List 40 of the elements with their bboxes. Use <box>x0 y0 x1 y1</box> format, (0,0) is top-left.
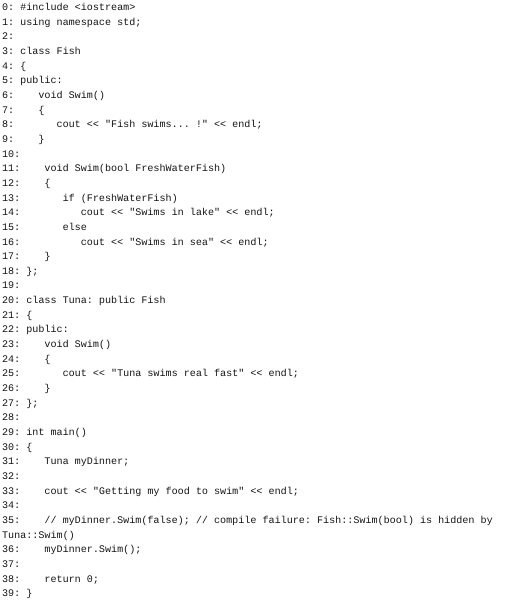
code-line: 13: if (FreshWaterFish) <box>2 192 179 207</box>
code-line: 3: class Fish <box>2 46 82 60</box>
code-line: 0: #include <iostream> <box>2 2 136 16</box>
code-line: 17: } <box>2 251 52 266</box>
code-line: 24: { <box>2 354 52 368</box>
code-line: 38: return 0; <box>2 574 100 588</box>
code-line: 10: <box>2 148 22 163</box>
code-line: 12: { <box>2 178 52 192</box>
code-line: 14: cout << "Swims in lake" << endl; <box>2 207 276 222</box>
code-line: 25: cout << "Tuna swims real fast" << endl; <box>2 368 300 382</box>
code-line: 7: { <box>2 104 46 119</box>
code-line: 39: } <box>2 588 34 602</box>
code-line: 36: myDinner.Swim(); <box>2 544 142 558</box>
code-line: 2: <box>2 31 16 46</box>
code-line: 19: <box>2 280 22 294</box>
code-line: 8: cout << "Fish swims... !" << endl; <box>2 119 264 134</box>
code-line: 6: void Swim() <box>2 90 106 104</box>
code-line: 34: <box>2 500 22 514</box>
code-line: 37: <box>2 558 22 573</box>
code-line: 32: <box>2 471 22 485</box>
code-line: 18: }; <box>2 266 40 280</box>
code-line: 22: public: <box>2 324 70 338</box>
code-line: 35: // myDinner.Swim(false); // compile failure: Fish::Swim(bool) is hidden by Tuna::Swim() <box>2 514 494 544</box>
code-line: 31: Tuna myDinner; <box>2 456 130 470</box>
code-line: 5: public: <box>2 75 64 90</box>
code-line: 26: } <box>2 383 52 398</box>
code-line: 29: int main() <box>2 427 88 442</box>
code-line: 33: cout << "Getting my food to swim" << endl; <box>2 486 300 500</box>
code-line: 23: void Swim() <box>2 339 112 354</box>
code-line: 11: void Swim(bool FreshWaterFish) <box>2 163 228 178</box>
code-line: 30: { <box>2 442 34 456</box>
code-line: 1: using namespace std; <box>2 16 142 31</box>
code-line: 28: <box>2 412 22 426</box>
code-line: 16: cout << "Swims in sea" << endl; <box>2 236 270 250</box>
code-line: 20: class Tuna: public Fish <box>2 295 167 310</box>
code-line: 4: { <box>2 60 28 75</box>
code-line: 27: }; <box>2 398 40 412</box>
code-line: 9: } <box>2 134 46 148</box>
code-line: 15: else <box>2 222 88 236</box>
code-line: 21: { <box>2 310 34 324</box>
